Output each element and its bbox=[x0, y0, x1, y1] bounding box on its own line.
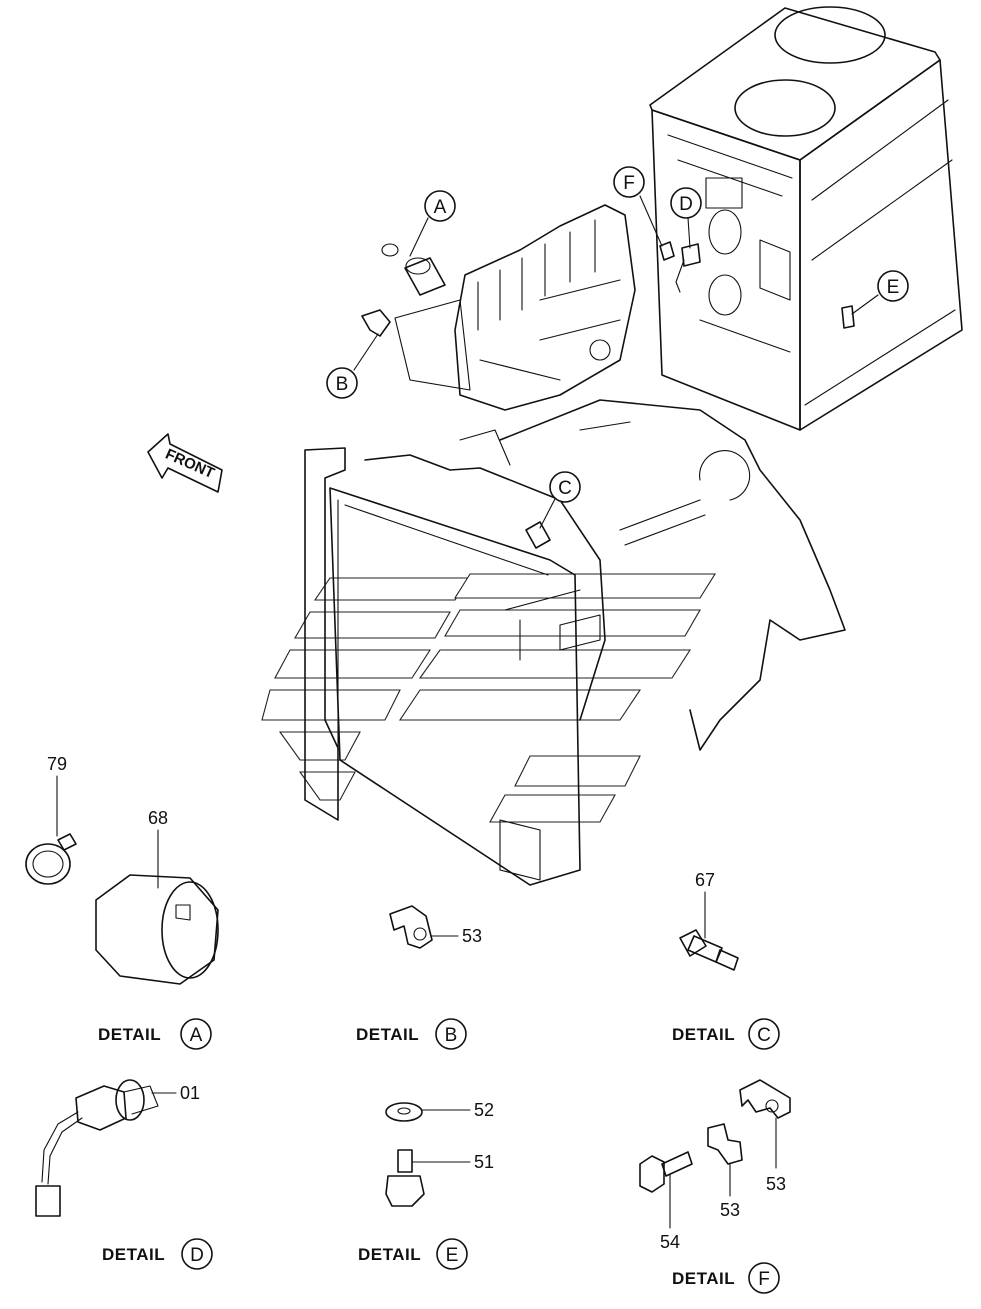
detail-b-letter: B bbox=[445, 1025, 458, 1046]
callout-f-label: F bbox=[623, 173, 635, 194]
part-54-label: 54 bbox=[660, 1232, 680, 1252]
detail-a-letter: A bbox=[190, 1025, 203, 1046]
callout-c: C bbox=[549, 471, 581, 503]
detail-b-word: DETAIL bbox=[356, 1025, 419, 1044]
part-68-label: 68 bbox=[148, 808, 168, 828]
detail-b-parts: 53 bbox=[389, 905, 482, 949]
detail-e-word: DETAIL bbox=[358, 1245, 421, 1264]
detail-label-b: DETAIL B bbox=[356, 1018, 467, 1050]
callout-e-label: E bbox=[887, 277, 900, 298]
callout-b: B bbox=[326, 367, 358, 399]
callout-leaders bbox=[353, 195, 879, 529]
callout-f: F bbox=[613, 166, 645, 198]
radiator-assembly bbox=[304, 399, 846, 886]
engine-block bbox=[649, 6, 963, 431]
part-01-label: 01 bbox=[180, 1083, 200, 1103]
callout-a: A bbox=[424, 190, 456, 222]
front-label: FRONT bbox=[163, 446, 217, 483]
detail-c-word: DETAIL bbox=[672, 1025, 735, 1044]
detail-e-parts: 52 51 bbox=[385, 1100, 494, 1207]
detail-a-parts: 79 68 bbox=[25, 754, 219, 985]
detail-f-letter: F bbox=[758, 1269, 770, 1290]
part-53-f1-label: 53 bbox=[720, 1200, 740, 1220]
part-53-f2-label: 53 bbox=[766, 1174, 786, 1194]
detail-f-parts: 54 53 53 bbox=[639, 1079, 791, 1252]
part-53-b-label: 53 bbox=[462, 926, 482, 946]
detail-label-d: DETAIL D bbox=[102, 1238, 213, 1270]
part-51-label: 51 bbox=[474, 1152, 494, 1172]
detail-label-e: DETAIL E bbox=[358, 1238, 468, 1270]
detail-c-letter: C bbox=[757, 1025, 771, 1046]
detail-label-a: DETAIL A bbox=[98, 1018, 212, 1050]
callout-c-label: C bbox=[558, 478, 572, 499]
callout-b-label: B bbox=[336, 374, 349, 395]
watermark-logo bbox=[261, 573, 716, 823]
detail-label-f: DETAIL F bbox=[672, 1262, 780, 1294]
callout-d-label: D bbox=[679, 194, 693, 215]
part-52-label: 52 bbox=[474, 1100, 494, 1120]
front-arrow: FRONT bbox=[147, 433, 223, 493]
detail-e-letter: E bbox=[446, 1245, 459, 1266]
part-79-label: 79 bbox=[47, 754, 67, 774]
callout-a-label: A bbox=[434, 197, 447, 218]
part-67-label: 67 bbox=[695, 870, 715, 890]
detail-label-c: DETAIL C bbox=[672, 1018, 780, 1050]
detail-d-letter: D bbox=[190, 1245, 204, 1266]
control-valve bbox=[394, 204, 636, 411]
callout-e: E bbox=[877, 270, 909, 302]
detail-f-word: DETAIL bbox=[672, 1269, 735, 1288]
detail-c-parts: 67 bbox=[679, 870, 739, 971]
overview-small-parts bbox=[361, 241, 855, 549]
detail-a-word: DETAIL bbox=[98, 1025, 161, 1044]
callout-d: D bbox=[670, 187, 702, 219]
detail-d-word: DETAIL bbox=[102, 1245, 165, 1264]
detail-d-parts: 01 bbox=[35, 1079, 200, 1217]
